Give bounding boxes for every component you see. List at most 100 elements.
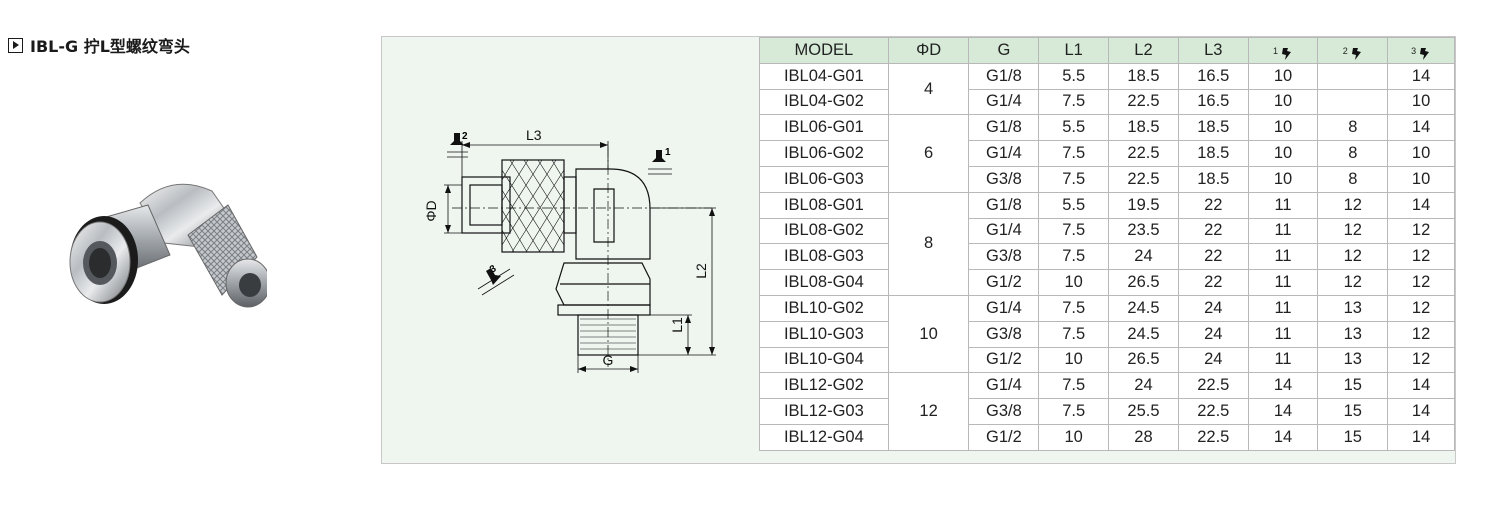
cell-model: IBL10-G02: [759, 294, 889, 322]
cell-w2: [1317, 88, 1389, 116]
cell-model: IBL06-G01: [759, 114, 889, 142]
cell-l2: 22.5: [1108, 165, 1179, 193]
cell-w3: 14: [1387, 114, 1455, 142]
cell-g: G1/8: [968, 191, 1040, 219]
cell-w2: 15: [1317, 423, 1389, 451]
cell-w2: [1317, 62, 1389, 90]
cell-g: G1/4: [968, 372, 1040, 400]
cell-w1: 11: [1247, 191, 1319, 219]
cell-l1: 5.5: [1038, 191, 1110, 219]
cell-w2: 15: [1317, 372, 1389, 400]
cell-l2: 18.5: [1108, 62, 1179, 90]
cell-w3: 12: [1387, 294, 1455, 322]
wrench-number-1: 1: [665, 147, 671, 158]
cell-model: IBL04-G01: [759, 62, 889, 90]
header-l1: L1: [1038, 37, 1110, 64]
cell-phi-d: 10: [887, 294, 970, 374]
product-photo: [69, 183, 267, 308]
cell-w2: 13: [1317, 294, 1389, 322]
play-icon: [8, 37, 23, 53]
header-wrench-1: 1: [1247, 37, 1319, 64]
header-l2: L2: [1108, 37, 1179, 64]
cell-l2: 19.5: [1108, 191, 1179, 219]
cell-w3: 12: [1387, 346, 1455, 374]
cell-w2: 12: [1317, 191, 1389, 219]
cell-l3: 24: [1177, 320, 1249, 348]
label-l1: L1: [669, 317, 685, 333]
cell-l2: 22.5: [1108, 140, 1179, 167]
cell-w3: 10: [1387, 140, 1455, 167]
cell-g: G3/8: [968, 320, 1040, 348]
drawing-elbow-body: [575, 168, 651, 260]
cell-l2: 24: [1108, 243, 1179, 271]
cell-g: G1/4: [968, 88, 1040, 116]
cell-model: IBL12-G03: [759, 398, 889, 425]
spec-panel: 2 1 3 L3 ΦD L2 L1 G MODEL: [381, 36, 1456, 464]
cell-model: IBL08-G03: [759, 243, 889, 271]
cell-w1: 11: [1247, 243, 1319, 271]
cell-l3: 16.5: [1177, 62, 1249, 90]
cell-w2: 8: [1317, 114, 1389, 142]
wrench-number-2: 2: [462, 131, 468, 142]
header-l3: L3: [1177, 37, 1249, 64]
cell-w1: 10: [1247, 165, 1319, 193]
cell-l1: 5.5: [1038, 62, 1110, 90]
header-model: MODEL: [759, 37, 889, 64]
header-wrench-3: 3: [1387, 37, 1455, 64]
cell-g: G1/2: [968, 346, 1040, 374]
cell-g: G1/8: [968, 62, 1040, 90]
cell-g: G1/2: [968, 423, 1040, 451]
cell-l1: 7.5: [1038, 294, 1110, 322]
cell-g: G1/4: [968, 294, 1040, 322]
header-phi-d: ΦD: [887, 37, 970, 64]
cell-model: IBL10-G03: [759, 320, 889, 348]
cell-l2: 22.5: [1108, 88, 1179, 116]
cell-l1: 10: [1038, 346, 1110, 374]
cell-l3: 22.5: [1177, 372, 1249, 400]
cell-w3: 12: [1387, 320, 1455, 348]
wrench-number-3: 3: [488, 263, 499, 276]
wrench-icon: [1351, 47, 1361, 60]
label-g: G: [603, 352, 614, 368]
cell-model: IBL04-G02: [759, 88, 889, 116]
cell-w3: 14: [1387, 398, 1455, 425]
cell-l1: 7.5: [1038, 398, 1110, 425]
wrench-icon-1: [648, 150, 672, 175]
cell-l3: 24: [1177, 346, 1249, 374]
cell-l2: 28: [1108, 423, 1179, 451]
cell-l3: 24: [1177, 294, 1249, 322]
cell-w3: 12: [1387, 243, 1455, 271]
cell-l2: 26.5: [1108, 346, 1179, 374]
cell-l3: 22: [1177, 243, 1249, 271]
table-header-row: MODEL ΦD G L1 L2 L3 1 2 3: [759, 37, 1455, 64]
cell-g: G3/8: [968, 398, 1040, 425]
cell-model: IBL06-G02: [759, 140, 889, 167]
cell-phi-d: 8: [887, 191, 970, 296]
cell-l2: 24: [1108, 372, 1179, 400]
cell-w1: 14: [1247, 423, 1319, 451]
cell-w2: 15: [1317, 398, 1389, 425]
header-g: G: [968, 37, 1040, 64]
cell-l3: 22: [1177, 269, 1249, 296]
cell-w3: 14: [1387, 372, 1455, 400]
cell-model: IBL08-G01: [759, 191, 889, 219]
cell-l1: 5.5: [1038, 114, 1110, 142]
cell-w1: 11: [1247, 320, 1319, 348]
cell-w1: 11: [1247, 217, 1319, 245]
cell-w1: 10: [1247, 88, 1319, 116]
cell-l1: 7.5: [1038, 320, 1110, 348]
cell-l3: 22: [1177, 191, 1249, 219]
label-phi-d: ΦD: [423, 200, 439, 221]
cell-w3: 14: [1387, 62, 1455, 90]
product-title: IBL-G 拧L型螺纹弯头: [8, 34, 190, 56]
cell-w3: 12: [1387, 217, 1455, 245]
cell-l1: 7.5: [1038, 243, 1110, 271]
